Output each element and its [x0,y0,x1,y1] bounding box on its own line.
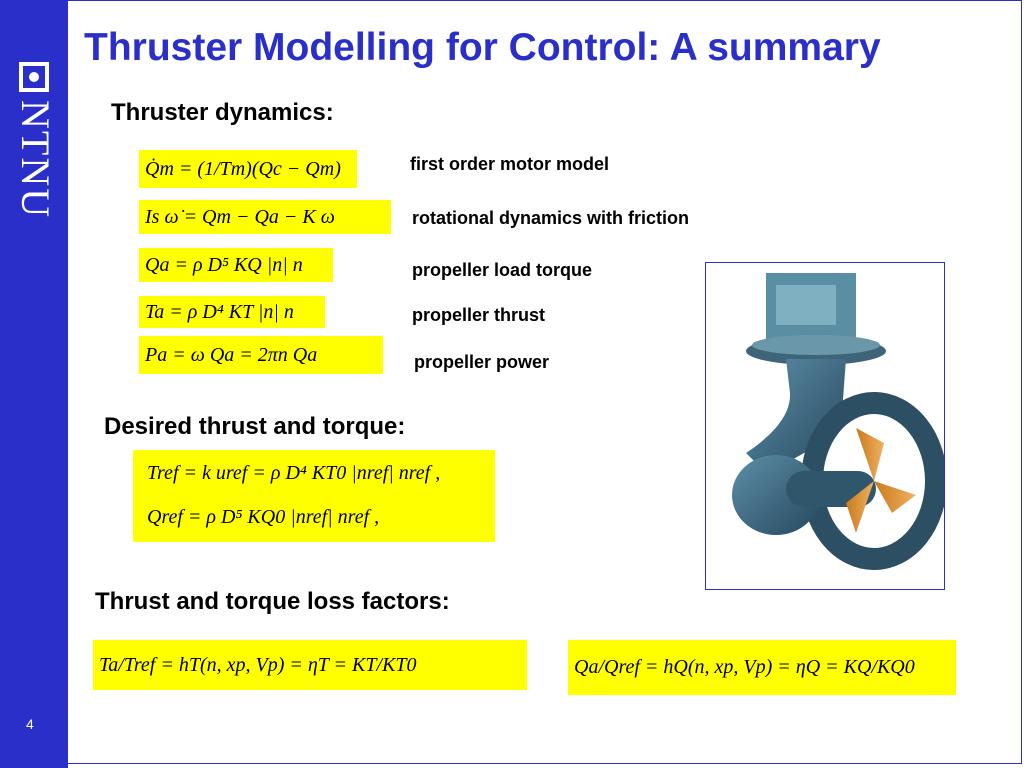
sidebar: NTNU 4 [0,0,68,768]
slide-title: Thruster Modelling for Control: A summar… [84,26,881,69]
desired-heading: Desired thrust and torque: [104,413,406,440]
desired-thrust-equation: Tref = k uref = ρ D⁴ KT0 |nref| nref , [147,462,441,484]
thrust-loss-equation: Ta/Tref = hT(n, xp, Vp) = ηT = KT/KT0 [93,640,527,690]
brand-name: NTNU [13,100,58,220]
rotational-description: rotational dynamics with friction [412,208,690,228]
loss-heading: Thrust and torque loss factors: [95,588,450,615]
motor-description: first order motor model [410,154,610,174]
load-torque-description: propeller load torque [412,260,593,280]
power-equation: Pa = ω Qa = 2πn Qa [139,336,383,374]
desired-equations: Tref = k uref = ρ D⁴ KT0 |nref| nref , Q… [133,450,495,542]
slide-frame [68,0,1022,764]
power-description: propeller power [414,352,550,372]
desired-torque-equation: Qref = ρ D⁵ KQ0 |nref| nref , [147,506,380,528]
thrust-description: propeller thrust [412,305,546,325]
ntnu-logo-icon [19,62,49,92]
rotational-equation: Is ω̇ = Qm − Qa − K ω [139,200,391,234]
torque-loss-equation: Qa/Qref = hQ(n, xp, Vp) = ηQ = KQ/KQ0 [568,640,956,695]
thruster-photo [705,262,947,590]
azimuth-thruster-illustration [732,273,947,570]
page-number: 4 [26,716,34,732]
dynamics-heading: Thruster dynamics: [111,99,334,126]
motor-equation: Q̇m = (1/Tm)(Qc − Qm) [139,150,357,188]
thrust-equation: Ta = ρ D⁴ KT |n| n [139,296,325,328]
load-torque-equation: Qa = ρ D⁵ KQ |n| n [139,248,333,282]
